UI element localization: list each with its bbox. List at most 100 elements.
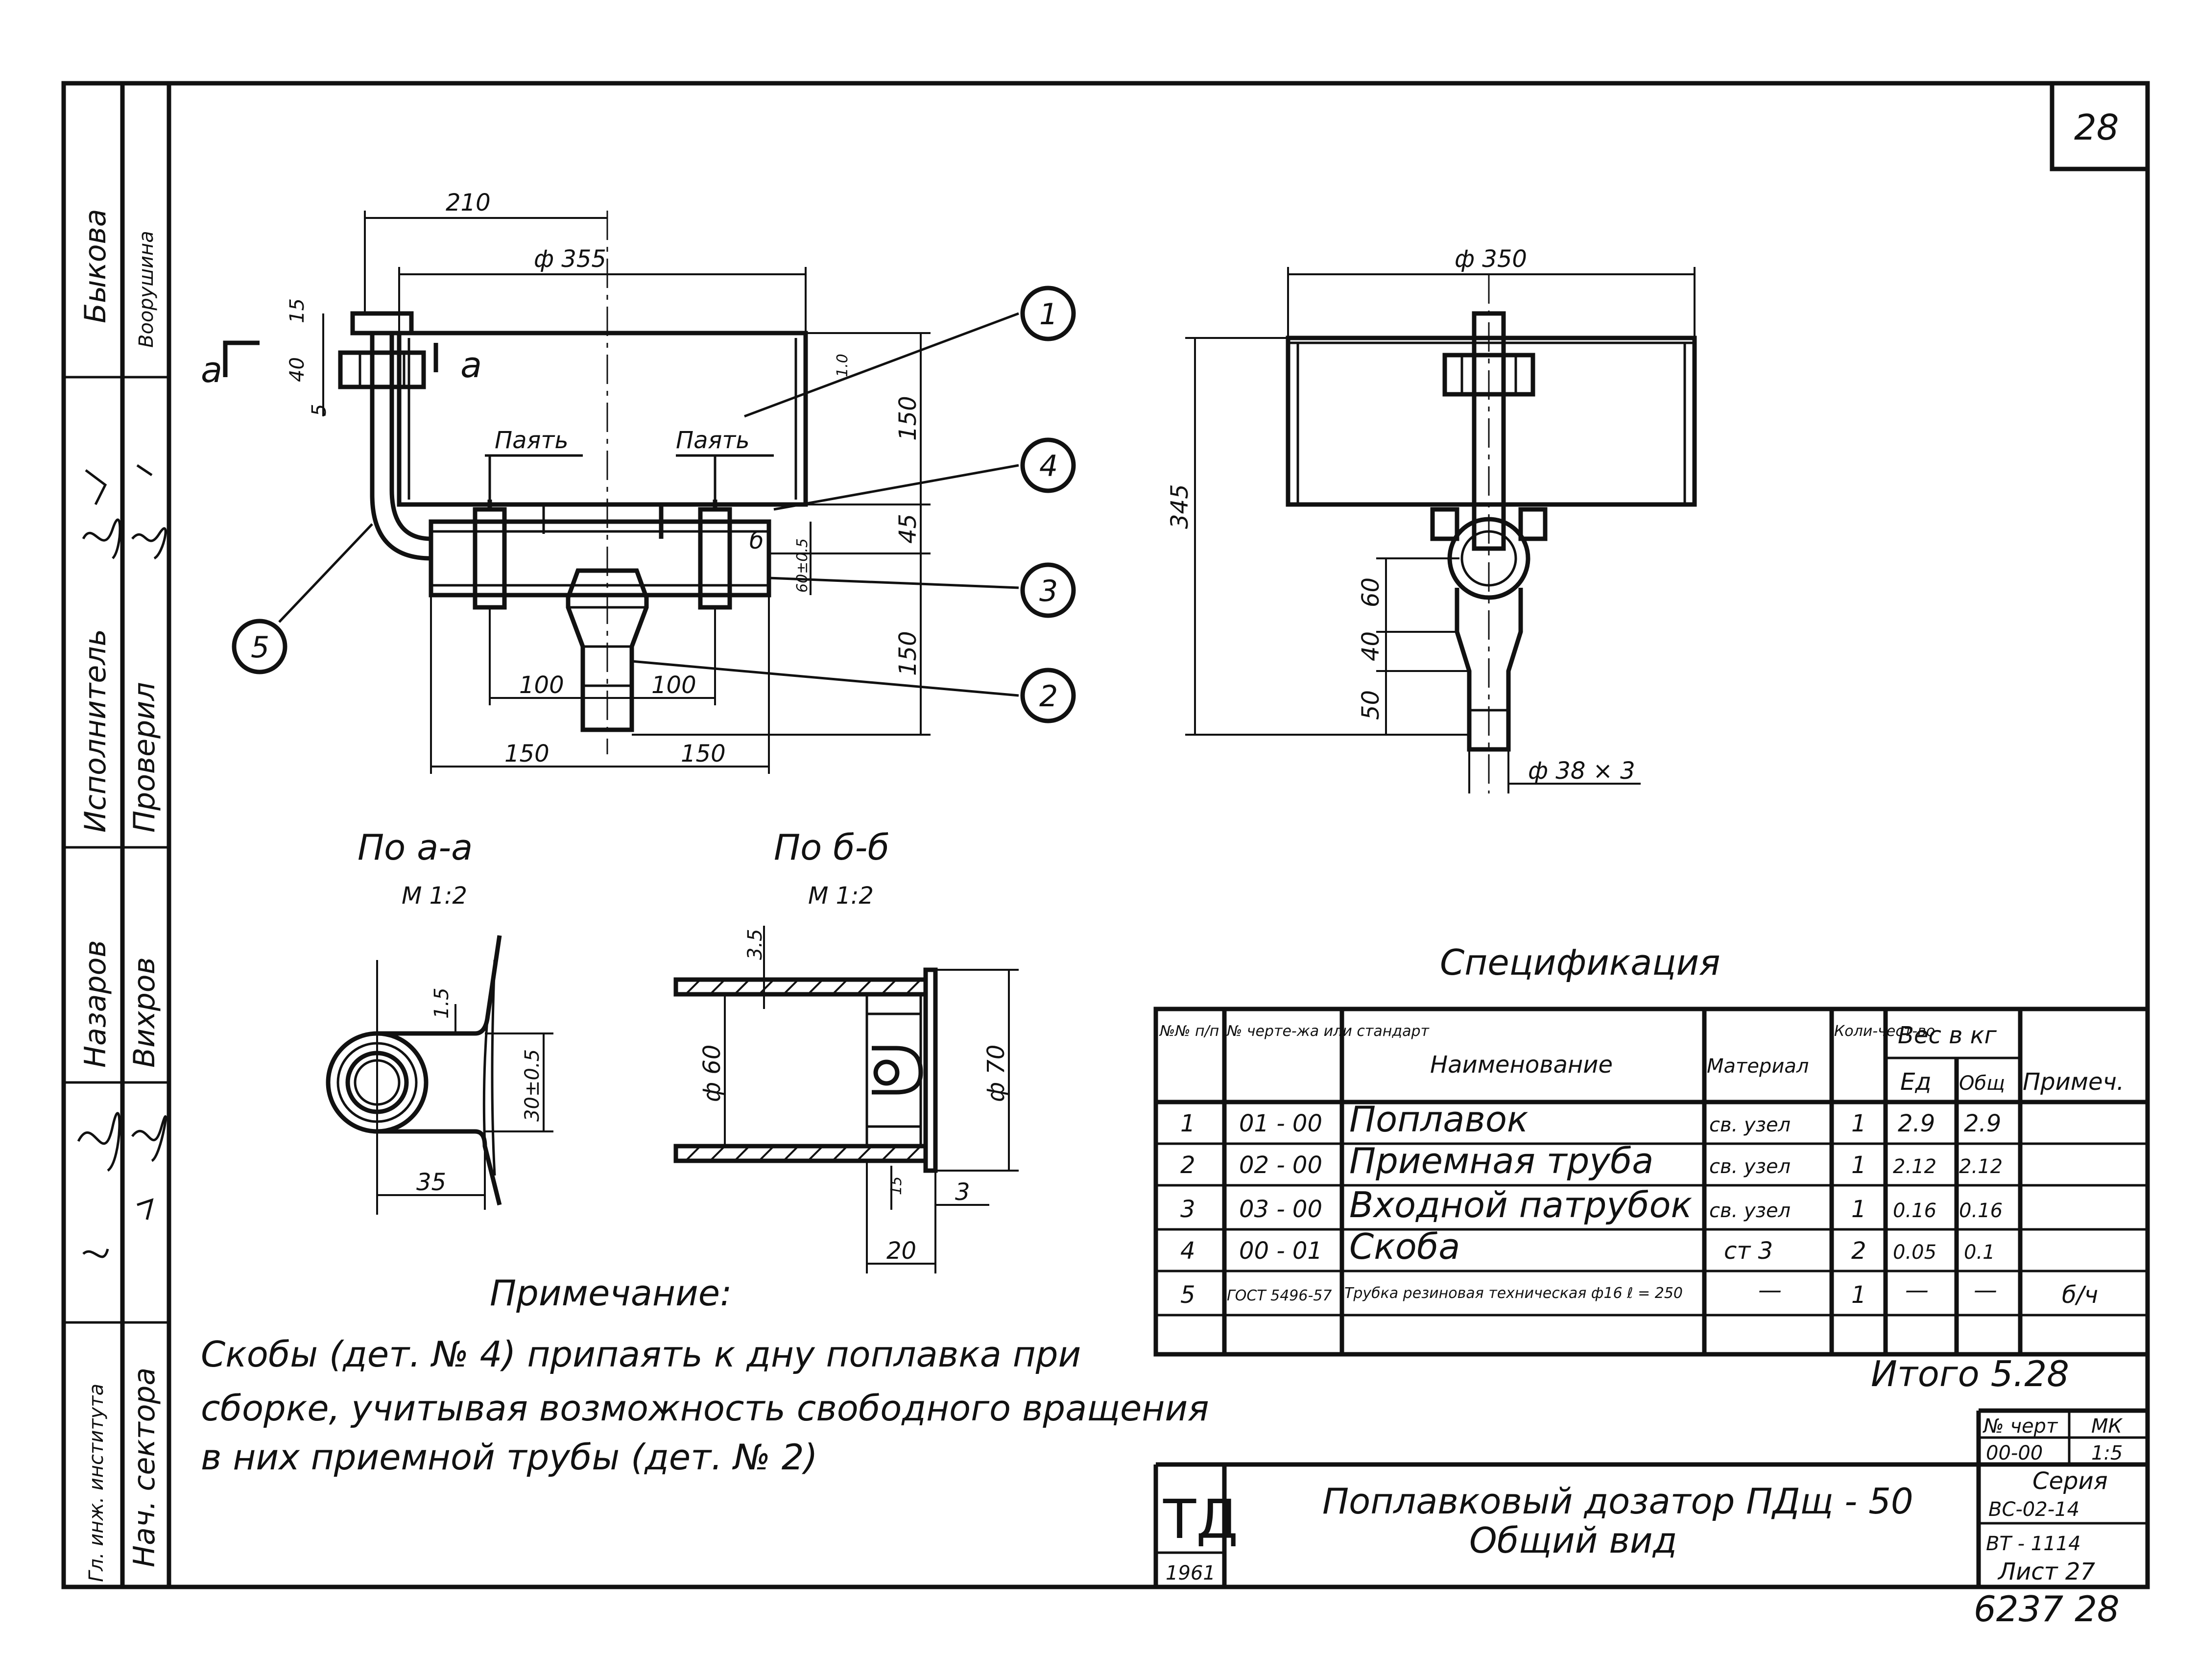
svg-text:2.9: 2.9: [1898, 1110, 1935, 1137]
signature-1: [82, 469, 121, 559]
signature-2: [131, 464, 167, 560]
svg-text:2: 2: [1851, 1237, 1866, 1265]
dim-15-b: 15: [888, 1176, 905, 1195]
main-view: [223, 211, 1019, 774]
callout-1: 1: [1020, 286, 1076, 341]
svg-text:2.9: 2.9: [1964, 1110, 2001, 1137]
svg-text:—: —: [1758, 1276, 1782, 1304]
svg-text:1: 1: [1039, 297, 1058, 332]
dim-210: 210: [446, 189, 491, 216]
dim-phi350: ф 350: [1455, 245, 1527, 273]
section-a-scale: М 1:2: [402, 882, 467, 910]
dim-45: 45: [894, 514, 922, 544]
callout-4: 4: [1020, 437, 1076, 493]
drawing-no: 00-00: [1986, 1442, 2043, 1464]
section-mark-a-right: а: [460, 344, 482, 385]
spec-title: Спецификация: [1440, 942, 1720, 983]
dim-150-bottom: 150: [894, 631, 922, 676]
dim-20: 20: [886, 1237, 916, 1265]
stamp-role-1: Исполнитель: [78, 629, 113, 833]
dim-40: 40: [286, 357, 309, 382]
svg-text:4: 4: [1180, 1237, 1195, 1265]
stamp-name-4: Вихров: [127, 957, 162, 1068]
label-solder-2: Паять: [676, 427, 750, 454]
hdr-weight: Вес в кг: [1898, 1022, 1997, 1049]
section-b-b: [673, 926, 1019, 1273]
dim-1-0: 1.0: [834, 354, 851, 377]
svg-text:0.16: 0.16: [1893, 1200, 1936, 1222]
note-line-3: в них приемной трубы (дет. № 2): [201, 1437, 818, 1478]
svg-text:—: —: [1905, 1276, 1929, 1304]
signature-3: [77, 1112, 121, 1258]
dim-35: 35: [416, 1169, 446, 1196]
svg-text:—: —: [1974, 1276, 1997, 1304]
table-row: 5 ГОСТ 5496-57 Трубка резиновая техничес…: [1180, 1276, 2098, 1309]
stamp-role-3: Гл. инж. института: [85, 1384, 108, 1582]
svg-text:5: 5: [251, 630, 269, 665]
svg-text:Входной патрубок: Входной патрубок: [1349, 1184, 1692, 1225]
section-mark-b: б: [749, 527, 764, 554]
svg-text:00 - 01: 00 - 01: [1239, 1237, 1322, 1265]
dim-150-left: 150: [504, 740, 550, 768]
svg-text:Скоба: Скоба: [1349, 1226, 1460, 1267]
svg-text:1: 1: [1851, 1152, 1866, 1179]
dim-1-5: 1.5: [430, 987, 453, 1019]
hdr-material: Материал: [1707, 1055, 1809, 1078]
svg-text:03 - 00: 03 - 00: [1239, 1196, 1322, 1223]
scale-value: 1:5: [2091, 1442, 2123, 1464]
logo-td: ТД: [1163, 1488, 1238, 1551]
svg-text:2.12: 2.12: [1893, 1155, 1936, 1178]
sheet-label: Лист 27: [1997, 1558, 2095, 1585]
svg-text:1: 1: [1851, 1281, 1866, 1309]
sheet-frame: [61, 81, 2150, 1589]
note-line-2: сборке, учитывая возможность свободного …: [201, 1388, 1209, 1429]
section-a-a: [326, 935, 553, 1215]
svg-text:0.05: 0.05: [1893, 1241, 1936, 1264]
callout-3: 3: [1020, 562, 1076, 618]
svg-text:св. узел: св. узел: [1709, 1200, 1791, 1222]
svg-text:1: 1: [1180, 1110, 1195, 1137]
svg-text:б/ч: б/ч: [2062, 1281, 2098, 1309]
side-view: [1185, 267, 1697, 793]
stamp-name-1: Быкова: [78, 209, 113, 323]
svg-text:2: 2: [1039, 679, 1058, 714]
section-b-scale: М 1:2: [808, 882, 874, 910]
hdr-total: Общ: [1959, 1072, 2005, 1095]
stamp-role-2: Проверил: [127, 682, 162, 833]
hdr-note: Примеч.: [2023, 1068, 2124, 1096]
section-mark-a-left: а: [201, 349, 222, 390]
spec-table: [1153, 1007, 2150, 1357]
dim-phi38x3: ф 38 × 3: [1528, 757, 1635, 785]
svg-text:Трубка резиновая техническая ф: Трубка резиновая техническая ф16 ℓ = 250: [1344, 1285, 1683, 1302]
svg-text:0.1: 0.1: [1964, 1241, 1995, 1264]
dim-60-tol: 60±0.5: [794, 538, 811, 593]
dim-100-right: 100: [651, 672, 696, 699]
note-line-1: Скобы (дет. № 4) припаять к дну поплавка…: [201, 1334, 1081, 1375]
svg-text:2: 2: [1180, 1152, 1195, 1179]
label-solder-1: Паять: [495, 427, 569, 454]
svg-text:3: 3: [1039, 574, 1058, 608]
svg-text:0.16: 0.16: [1959, 1200, 2003, 1222]
svg-text:01 - 00: 01 - 00: [1239, 1110, 1322, 1137]
table-row: 3 03 - 00 Входной патрубок св. узел 1 0.…: [1180, 1184, 2003, 1225]
sheet-number: 28: [2074, 107, 2119, 148]
title-year: 1961: [1166, 1562, 1216, 1584]
svg-text:Приемная труба: Приемная труба: [1349, 1140, 1653, 1181]
dim-50: 50: [1357, 690, 1385, 720]
svg-text:св. узел: св. узел: [1709, 1155, 1791, 1178]
stamp-name-2: Воорушина: [135, 231, 158, 348]
svg-text:3: 3: [1180, 1196, 1195, 1223]
svg-text:1: 1: [1851, 1196, 1866, 1223]
dim-phi355: ф 355: [534, 245, 606, 273]
title-line-1: Поплавковый дозатор ПДщ - 50: [1322, 1481, 1913, 1522]
section-a-title: По а-а: [358, 827, 473, 868]
svg-text:ГОСТ 5496-57: ГОСТ 5496-57: [1227, 1287, 1332, 1304]
dim-150-right: 150: [681, 740, 726, 768]
callout-2: 2: [1020, 668, 1076, 723]
hdr-qty: Коли-чест-во: [1834, 1023, 1935, 1040]
table-row: 4 00 - 01 Скоба ст 3 2 0.05 0.1: [1180, 1226, 1995, 1267]
sheet-ref: ВТ - 1114: [1986, 1533, 2081, 1555]
spec-total: Итого 5.28: [1871, 1353, 2069, 1394]
hdr-unit: Ед: [1900, 1068, 1932, 1096]
dim-40-side: 40: [1357, 631, 1385, 661]
